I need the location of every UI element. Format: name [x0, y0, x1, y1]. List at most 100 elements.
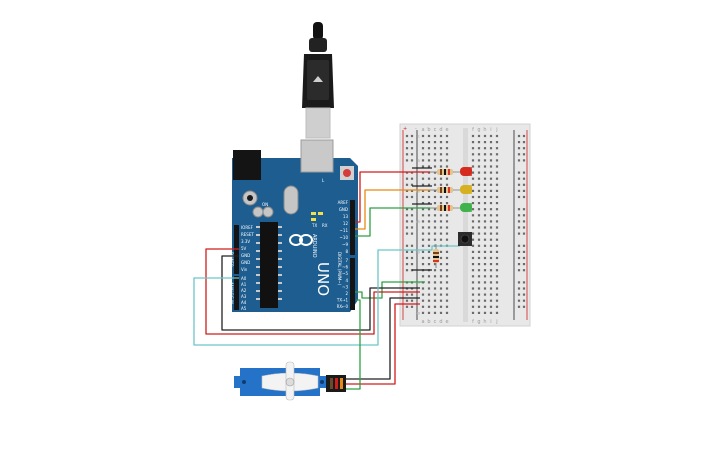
breadboard-hole[interactable] — [421, 238, 425, 241]
breadboard-hole[interactable] — [477, 171, 481, 174]
breadboard-hole[interactable] — [477, 220, 481, 223]
breadboard-hole[interactable] — [489, 183, 493, 186]
breadboard-hole[interactable] — [445, 220, 449, 223]
rail-hole[interactable] — [405, 250, 409, 253]
breadboard-hole[interactable] — [477, 238, 481, 241]
breadboard-hole[interactable] — [495, 147, 499, 150]
breadboard-hole[interactable] — [471, 134, 475, 138]
breadboard-hole[interactable] — [471, 171, 475, 174]
breadboard-hole[interactable] — [433, 287, 437, 290]
rail-hole[interactable] — [517, 147, 521, 150]
breadboard-hole[interactable] — [471, 195, 475, 199]
breadboard-hole[interactable] — [495, 299, 499, 302]
breadboard-hole[interactable] — [495, 177, 499, 180]
breadboard-hole[interactable] — [489, 134, 493, 138]
rail-hole[interactable] — [405, 269, 409, 272]
breadboard-hole[interactable] — [421, 232, 425, 235]
breadboard-hole[interactable] — [471, 281, 475, 284]
breadboard-hole[interactable] — [433, 226, 437, 229]
rail-hole[interactable] — [517, 159, 521, 162]
breadboard-hole[interactable] — [439, 293, 443, 296]
breadboard-hole[interactable] — [489, 256, 493, 260]
breadboard-hole[interactable] — [477, 287, 481, 290]
rail-hole[interactable] — [517, 189, 521, 192]
breadboard-hole[interactable] — [495, 183, 499, 186]
breadboard-hole[interactable] — [495, 281, 499, 284]
breadboard-hole[interactable] — [433, 305, 437, 308]
breadboard-hole[interactable] — [445, 287, 449, 290]
breadboard-hole[interactable] — [471, 263, 475, 266]
breadboard-hole[interactable] — [421, 293, 425, 296]
breadboard-hole[interactable] — [445, 165, 449, 168]
breadboard-hole[interactable] — [439, 147, 443, 150]
breadboard-hole[interactable] — [421, 153, 425, 156]
rail-hole[interactable] — [410, 263, 414, 266]
breadboard-hole[interactable] — [427, 281, 431, 284]
breadboard-hole[interactable] — [495, 256, 499, 260]
breadboard-hole[interactable] — [445, 263, 449, 266]
breadboard-hole[interactable] — [439, 202, 443, 205]
breadboard-hole[interactable] — [495, 141, 499, 144]
breadboard-hole[interactable] — [471, 275, 475, 278]
breadboard-hole[interactable] — [445, 269, 449, 272]
breadboard-hole[interactable] — [445, 281, 449, 284]
breadboard-hole[interactable] — [477, 147, 481, 150]
breadboard-hole[interactable] — [489, 311, 493, 314]
breadboard-hole[interactable] — [433, 208, 437, 211]
breadboard-hole[interactable] — [483, 287, 487, 290]
breadboard-hole[interactable] — [427, 250, 431, 253]
breadboard-hole[interactable] — [477, 159, 481, 162]
breadboard-hole[interactable] — [433, 214, 437, 217]
rail-hole[interactable] — [522, 299, 526, 302]
analog-header[interactable] — [234, 276, 239, 310]
breadboard-hole[interactable] — [489, 195, 493, 199]
wire-pin13-red[interactable] — [355, 171, 430, 223]
wire-a0-cyan[interactable] — [193, 245, 460, 346]
breadboard-hole[interactable] — [427, 244, 431, 247]
rail-hole[interactable] — [410, 256, 414, 260]
rail-hole[interactable] — [522, 214, 526, 217]
reset-button[interactable] — [343, 169, 351, 177]
rail-hole[interactable] — [405, 208, 409, 211]
breadboard-hole[interactable] — [477, 208, 481, 211]
breadboard-hole[interactable] — [433, 269, 437, 272]
breadboard-hole[interactable] — [421, 305, 425, 308]
rail-hole[interactable] — [517, 195, 521, 199]
rail-hole[interactable] — [522, 263, 526, 266]
breadboard-hole[interactable] — [471, 202, 475, 205]
breadboard-hole[interactable] — [489, 293, 493, 296]
rail-hole[interactable] — [517, 208, 521, 211]
rail-hole[interactable] — [410, 293, 414, 296]
breadboard-hole[interactable] — [477, 165, 481, 168]
breadboard-hole[interactable] — [489, 171, 493, 174]
breadboard-hole[interactable] — [433, 134, 437, 138]
rail-hole[interactable] — [522, 220, 526, 223]
breadboard-hole[interactable] — [445, 177, 449, 180]
rail-hole[interactable] — [522, 256, 526, 260]
breadboard-hole[interactable] — [427, 134, 431, 138]
breadboard-hole[interactable] — [427, 226, 431, 229]
rail-hole[interactable] — [522, 177, 526, 180]
rail-hole[interactable] — [517, 214, 521, 217]
breadboard-hole[interactable] — [421, 287, 425, 290]
breadboard-hole[interactable] — [483, 147, 487, 150]
breadboard-hole[interactable] — [445, 275, 449, 278]
breadboard-hole[interactable] — [483, 183, 487, 186]
breadboard-hole[interactable] — [483, 134, 487, 138]
breadboard-hole[interactable] — [427, 189, 431, 192]
rail-hole[interactable] — [410, 183, 414, 186]
breadboard-hole[interactable] — [495, 269, 499, 272]
breadboard-hole[interactable] — [489, 147, 493, 150]
rail-hole[interactable] — [522, 159, 526, 162]
breadboard-hole[interactable] — [421, 202, 425, 205]
breadboard-hole[interactable] — [421, 311, 425, 314]
breadboard-hole[interactable] — [495, 159, 499, 162]
breadboard-hole[interactable] — [483, 311, 487, 314]
breadboard-hole[interactable] — [433, 189, 437, 192]
rail-hole[interactable] — [517, 281, 521, 284]
rail-hole[interactable] — [405, 159, 409, 162]
rail-hole[interactable] — [405, 226, 409, 229]
breadboard-hole[interactable] — [477, 293, 481, 296]
rail-hole[interactable] — [522, 232, 526, 235]
breadboard-hole[interactable] — [445, 305, 449, 308]
